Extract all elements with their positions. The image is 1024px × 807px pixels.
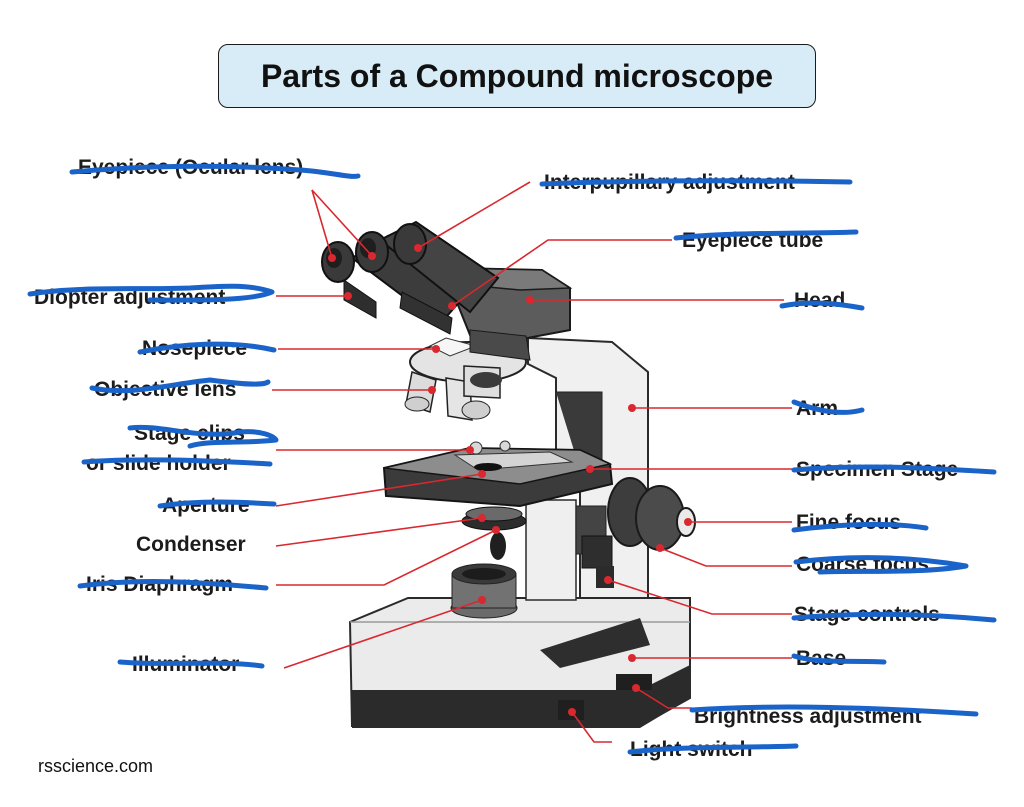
label-stage-clips: Stage clips [134,422,245,445]
label-eyepiece: Eyepiece (Ocular lens) [78,156,304,179]
label-arm: Arm [796,397,839,420]
label-head: Head [794,289,846,312]
label-eyepiece-tube: Eyepiece tube [682,229,824,252]
label-interpupillary-adjustment: Interpupillary adjustment [544,171,795,194]
label-aperture: Aperture [162,494,250,517]
label-light-switch: Light switch [630,738,753,761]
label-base: Base [796,647,847,670]
microscope-drawing [321,220,696,728]
label-fine-focus: Fine focus [796,511,902,534]
label-stage-controls: Stage controls [794,603,940,626]
leader-dots [328,244,692,716]
label-objective-lens: Objective lens [94,378,237,401]
label-iris-diaphragm: Iris Diaphragm [86,573,234,596]
diagram-title: Parts of a Compound microscope [218,44,816,108]
label-diopter-adjustment: Diopter adjustment [34,286,226,309]
leader-lines [272,181,792,743]
label-illuminator: Illuminator [132,653,240,676]
label-slide-holder: or slide holder [86,452,231,475]
label-coarse-focus: Coarse focus [796,553,930,576]
label-condenser: Condenser [136,533,246,556]
label-brightness-adjustment: Brightness adjustment [694,705,922,728]
source-credit: rsscience.com [38,756,154,776]
label-nosepiece: Nosepiece [142,337,248,360]
label-specimen-stage: Specimen Stage [796,458,959,481]
